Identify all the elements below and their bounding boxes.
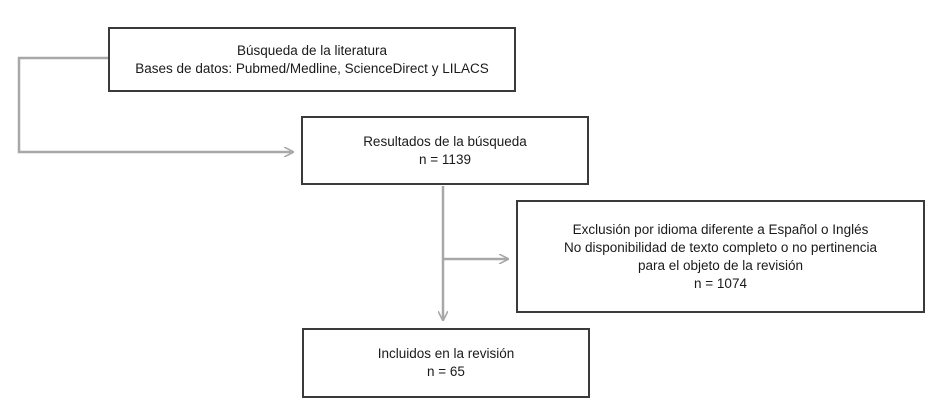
exclusion-box-relevance: para el objeto de la revisión bbox=[637, 257, 804, 273]
exclusion-box-availability: No disponibilidad de texto completo o no… bbox=[564, 239, 877, 255]
search-box: Búsqueda de la literatura Bases de datos… bbox=[108, 27, 516, 92]
results-box-count: n = 1139 bbox=[419, 151, 471, 167]
results-box-title: Resultados de la búsqueda bbox=[363, 133, 527, 149]
included-box-title: Incluidos en la revisión bbox=[377, 346, 515, 361]
search-box-title: Búsqueda de la literatura bbox=[236, 42, 388, 58]
exclusion-box-language: Exclusión por idioma diferente a Español… bbox=[572, 221, 869, 237]
connector-search-to-results bbox=[17, 56, 293, 152]
exclusion-box-count: n = 1074 bbox=[694, 275, 747, 291]
results-box: Resultados de la búsqueda n = 1139 bbox=[301, 116, 589, 185]
included-box-count: n = 65 bbox=[427, 364, 465, 379]
included-box: Incluidos en la revisión n = 65 bbox=[302, 328, 590, 398]
exclusion-box: Exclusión por idioma diferente a Español… bbox=[516, 200, 925, 313]
search-box-databases: Bases de datos: Pubmed/Medline, ScienceD… bbox=[135, 60, 489, 76]
